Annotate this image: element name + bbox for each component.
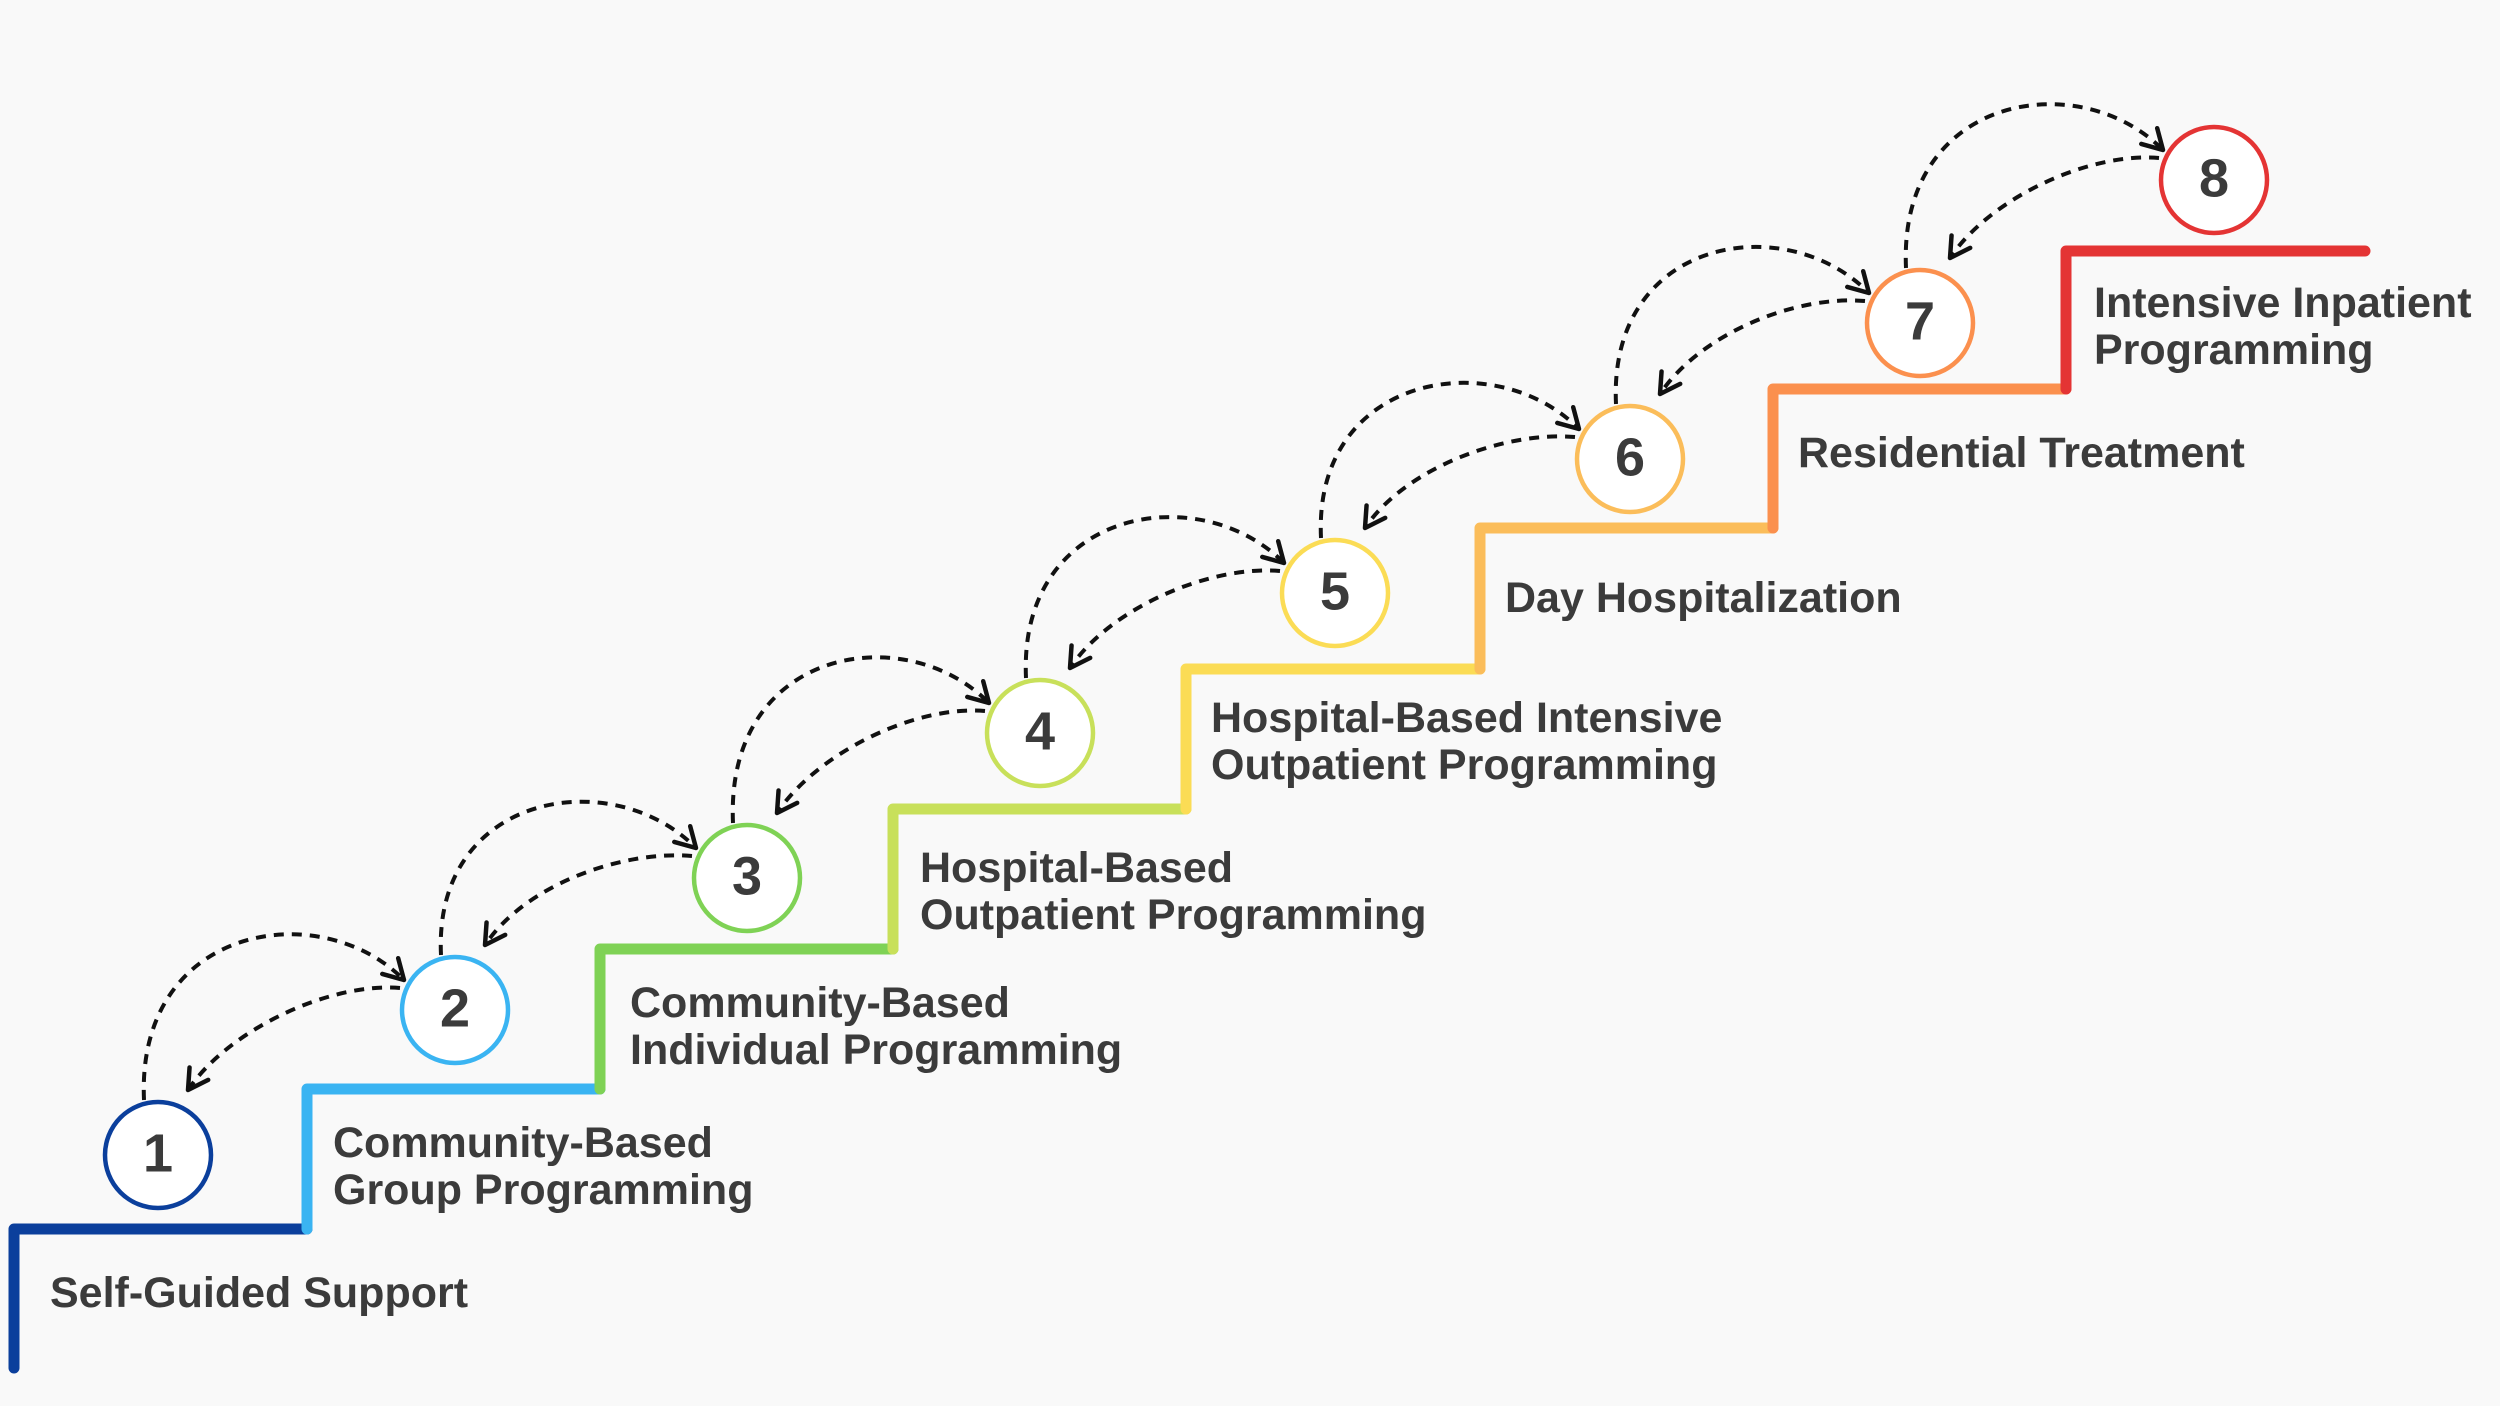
step-1-label-line: Self-Guided Support xyxy=(50,1269,469,1317)
step-8-badge: 8 xyxy=(2158,124,2270,236)
forward-arrow-icon xyxy=(1613,244,1872,405)
backward-arrow-icon xyxy=(774,708,986,816)
stair-step-8 xyxy=(2060,245,2371,395)
step-8-circle xyxy=(2158,124,2270,236)
step-3-number: 3 xyxy=(732,846,762,906)
step-2-circle xyxy=(399,954,511,1066)
forward-arrow-icon xyxy=(438,799,699,956)
backward-arrow-icon xyxy=(185,985,401,1093)
step-8-number: 8 xyxy=(2199,148,2229,208)
step-7-circle xyxy=(1864,267,1976,379)
step-1-badge: 1 xyxy=(102,1099,214,1211)
step-8-label-line: Programming xyxy=(2094,326,2374,374)
forward-arrow-icon xyxy=(1023,515,1287,679)
step-3-label-line: Individual Programming xyxy=(630,1026,1123,1074)
backward-arrow-icon xyxy=(1657,298,1866,397)
step-1-label: Self-Guided Support xyxy=(50,1270,468,1317)
step-6-label: Day Hospitalization xyxy=(1505,575,1902,622)
step-4-label-line: Outpatient Programming xyxy=(920,891,1427,939)
step-4-circle xyxy=(984,677,1096,789)
backward-arrow-icon xyxy=(1362,434,1576,531)
backward-arrow-icon xyxy=(482,853,693,948)
stair-step-4 xyxy=(887,803,1192,955)
stair-step-3 xyxy=(594,943,899,1095)
stair-step-2 xyxy=(301,1083,606,1235)
step-5-number: 5 xyxy=(1320,561,1350,621)
step-6-circle xyxy=(1574,403,1686,515)
backward-arrow-icon xyxy=(1067,568,1281,671)
step-6-badge: 6 xyxy=(1574,403,1686,515)
step-8-label-line: Intensive Inpatient xyxy=(2094,279,2472,327)
step-4-label-line: Hospital-Based xyxy=(920,844,1234,892)
step-7-number: 7 xyxy=(1905,291,1935,351)
step-7-label: Residential Treatment xyxy=(1798,430,2245,477)
forward-arrow-icon xyxy=(1318,380,1582,539)
step-2-label-line: Community-Based xyxy=(333,1119,713,1167)
step-1-number: 1 xyxy=(143,1123,173,1183)
forward-arrow-icon xyxy=(1903,102,2166,269)
step-2-label-line: Group Programming xyxy=(333,1166,754,1214)
forward-arrow-icon xyxy=(141,932,407,1101)
step-2-number: 2 xyxy=(440,978,470,1038)
step-6-label-line: Day Hospitalization xyxy=(1505,574,1902,622)
step-1-circle xyxy=(102,1099,214,1211)
step-7-label-line: Residential Treatment xyxy=(1798,429,2245,477)
step-3-label-line: Community-Based xyxy=(630,979,1010,1027)
step-5-label-line: Outpatient Programming xyxy=(1211,741,1718,789)
stair-step-7 xyxy=(1767,383,2072,534)
stair-step-1 xyxy=(8,1223,313,1374)
step-4-number: 4 xyxy=(1025,701,1055,761)
backward-arrow-icon xyxy=(1947,155,2160,261)
forward-arrow-icon xyxy=(730,655,992,824)
step-5-circle xyxy=(1279,537,1391,649)
step-2-badge: 2 xyxy=(399,954,511,1066)
step-3-circle xyxy=(691,822,803,934)
stair-step-6 xyxy=(1474,522,1779,675)
stair-step-5 xyxy=(1180,663,1486,815)
step-5-badge: 5 xyxy=(1279,537,1391,649)
step-4-badge: 4 xyxy=(984,677,1096,789)
step-7-badge: 7 xyxy=(1864,267,1976,379)
step-3-badge: 3 xyxy=(691,822,803,934)
step-6-number: 6 xyxy=(1615,427,1645,487)
step-5-label-line: Hospital-Based Intensive xyxy=(1211,694,1723,742)
